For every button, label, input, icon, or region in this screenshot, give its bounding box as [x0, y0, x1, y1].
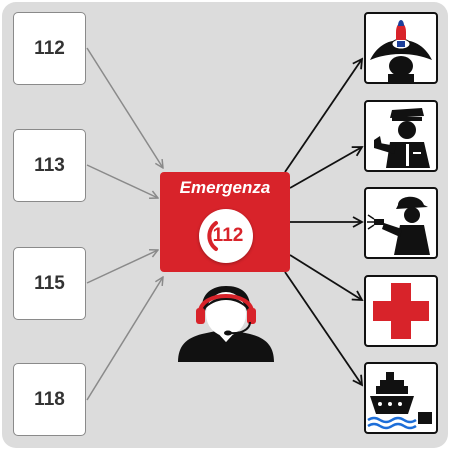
- arrow-hub-to-carabinieri: [284, 57, 364, 173]
- firefighter-icon: [367, 196, 430, 255]
- number-box-113: 113: [13, 129, 86, 202]
- logo-number: 112: [212, 225, 244, 246]
- service-box-carabinieri: [364, 12, 438, 84]
- service-box-firefighters: [364, 187, 438, 259]
- police-officer-icon: [374, 108, 430, 168]
- number-label: 115: [34, 272, 65, 294]
- arrow-hub-to-medical: [289, 254, 364, 301]
- service-box-police: [364, 100, 438, 172]
- hub-title: Emergenza: [179, 178, 271, 197]
- number-label: 118: [34, 388, 65, 410]
- arrow-115-to-hub: [86, 250, 158, 284]
- number-box-118: 118: [13, 363, 86, 436]
- number-label: 112: [34, 37, 65, 59]
- number-label: 113: [34, 154, 65, 176]
- emergency-hub: Emergenza 112: [160, 172, 290, 272]
- arrow-113-to-hub: [86, 164, 158, 198]
- number-box-115: 115: [13, 247, 86, 320]
- service-box-coast-guard: [364, 362, 438, 434]
- logo-arc-icon: [207, 221, 218, 251]
- carabiniere-icon: [370, 20, 432, 82]
- arrow-112-to-hub: [86, 47, 163, 168]
- coast-guard-ship-icon: [367, 372, 432, 430]
- headset-operator-icon: [178, 286, 274, 362]
- arrow-118-to-hub: [86, 277, 163, 401]
- nue-112-logo: 112: [199, 209, 253, 263]
- arrow-hub-to-coast-guard: [284, 271, 364, 387]
- number-box-112: 112: [13, 12, 86, 85]
- red-cross-icon: [373, 283, 429, 339]
- arrow-hub-to-police: [289, 146, 364, 189]
- service-box-medical: [364, 275, 438, 347]
